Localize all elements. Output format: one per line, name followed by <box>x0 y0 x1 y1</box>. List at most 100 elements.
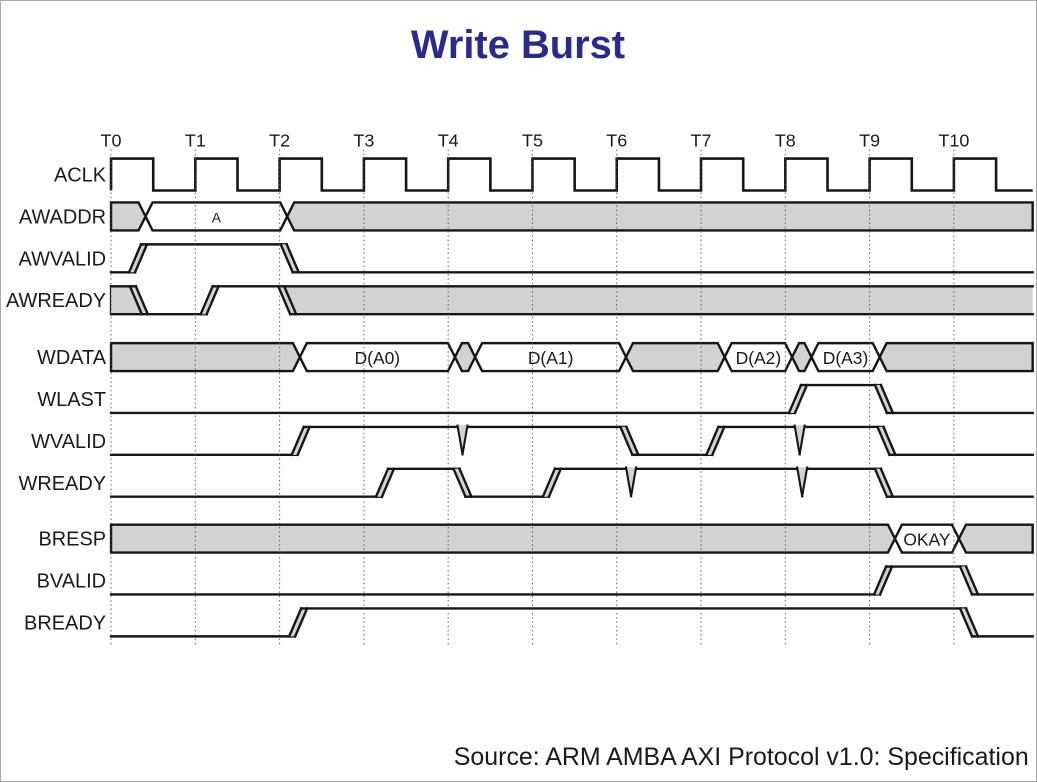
notch-edge <box>800 466 809 498</box>
wave-line <box>457 467 474 499</box>
source-caption: Source: ARM AMBA AXI Protocol v1.0: Spec… <box>454 743 1029 771</box>
rise-slant <box>375 468 394 497</box>
fall-slant <box>877 426 896 455</box>
wave-line <box>872 564 888 597</box>
wave-line <box>964 606 980 638</box>
bus-undefined-segment <box>109 201 147 232</box>
wave-line <box>276 284 292 316</box>
signal-label-awaddr: AWADDR <box>19 206 106 228</box>
notch-edge <box>456 424 464 456</box>
wave-line <box>134 284 150 316</box>
tick-label: T1 <box>185 131 206 151</box>
rise-slant <box>789 385 807 413</box>
fall-slant <box>874 468 893 497</box>
wave-line <box>127 242 143 274</box>
signal-row-bvalid <box>109 564 1034 597</box>
bus-value-label: A <box>212 209 222 225</box>
fall-slant <box>960 566 979 595</box>
wave-line <box>380 467 396 499</box>
tick-label: T7 <box>691 131 712 151</box>
notch-edge <box>624 466 633 498</box>
signal-label-aclk: ACLK <box>54 165 107 187</box>
tick-label: T9 <box>859 131 880 151</box>
signal-row-bready <box>109 606 1034 638</box>
bus-undefined-segment <box>453 341 477 373</box>
notch-edge <box>793 424 801 456</box>
wave-line <box>128 284 144 316</box>
tick-label: T6 <box>606 131 627 151</box>
signal-row-awready <box>109 284 1034 316</box>
signal-label-awready: AWREADY <box>6 290 106 312</box>
tick-label: T2 <box>269 131 290 151</box>
signal-row-wvalid <box>109 424 1034 457</box>
rise-slant <box>706 426 725 455</box>
notch-edge <box>629 466 638 498</box>
wave-line <box>374 467 390 499</box>
tick-label: T0 <box>101 131 122 151</box>
wave-line <box>285 242 301 274</box>
signal-row-wdata: D(A0) D(A1) D(A2) D(A3) <box>109 341 1034 373</box>
wave-line <box>704 425 720 457</box>
signal-label-wready: WREADY <box>19 473 107 495</box>
signal-row-aclk <box>109 157 1033 192</box>
rise-slant <box>289 608 308 637</box>
signal-label-bresp: BRESP <box>38 529 106 551</box>
wave-line <box>205 284 221 316</box>
wave-line <box>624 425 640 457</box>
wave-line <box>710 425 726 457</box>
wave-line <box>293 606 309 638</box>
wave-line <box>958 564 974 597</box>
fall-slant <box>874 385 893 413</box>
wave-line <box>451 467 468 499</box>
bus-value-label: D(A1) <box>528 348 574 368</box>
wave-line <box>879 383 895 415</box>
tick-label: T8 <box>775 131 796 151</box>
wave-line <box>878 564 894 597</box>
signal-row-awaddr: A <box>109 201 1034 232</box>
clock-wave <box>109 157 1033 192</box>
wave-line <box>547 467 563 499</box>
tick-label: T10 <box>938 131 969 151</box>
bus-value-label: D(A0) <box>355 348 401 368</box>
page-title: Write Burst <box>411 23 625 67</box>
wave-line <box>290 425 306 457</box>
bus-undefined-segment <box>957 523 1034 554</box>
notch-edge <box>461 424 469 456</box>
wave-line <box>287 606 303 638</box>
rise-slant <box>200 286 219 315</box>
signal-label-awvalid: AWVALID <box>19 248 107 270</box>
wave-line <box>296 425 312 457</box>
bus-value-label: D(A3) <box>823 348 869 368</box>
wave-line <box>881 425 898 457</box>
wave-line <box>875 425 892 457</box>
rise-slant <box>874 566 893 595</box>
fall-slant <box>453 468 472 497</box>
signal-row-bresp: OKAY <box>109 523 1034 554</box>
bus-value-label: D(A2) <box>736 348 782 368</box>
signal-label-bvalid: BVALID <box>37 571 106 593</box>
signal-label-bready: BREADY <box>24 612 106 634</box>
notch-edge <box>795 466 804 498</box>
wave-line <box>958 606 974 638</box>
signal-row-awvalid <box>109 242 1034 274</box>
tick-label: T5 <box>522 131 543 151</box>
wave-line <box>964 564 980 597</box>
signal-row-wlast <box>109 383 1034 415</box>
signal-label-wvalid: WVALID <box>31 431 106 453</box>
fall-slant <box>620 426 639 455</box>
bus-value-label: OKAY <box>903 530 951 550</box>
signal-label-wdata: WDATA <box>37 347 107 369</box>
wave-line <box>618 425 634 457</box>
wave-line <box>873 383 889 415</box>
tick-label: T4 <box>438 131 459 151</box>
wave-line <box>279 242 295 274</box>
undef-band <box>278 286 1033 315</box>
rise-slant <box>542 468 561 497</box>
rise-slant <box>128 244 147 273</box>
rise-slant <box>291 426 310 455</box>
wave-line <box>133 242 149 274</box>
bus-undefined-segment <box>285 201 1034 232</box>
